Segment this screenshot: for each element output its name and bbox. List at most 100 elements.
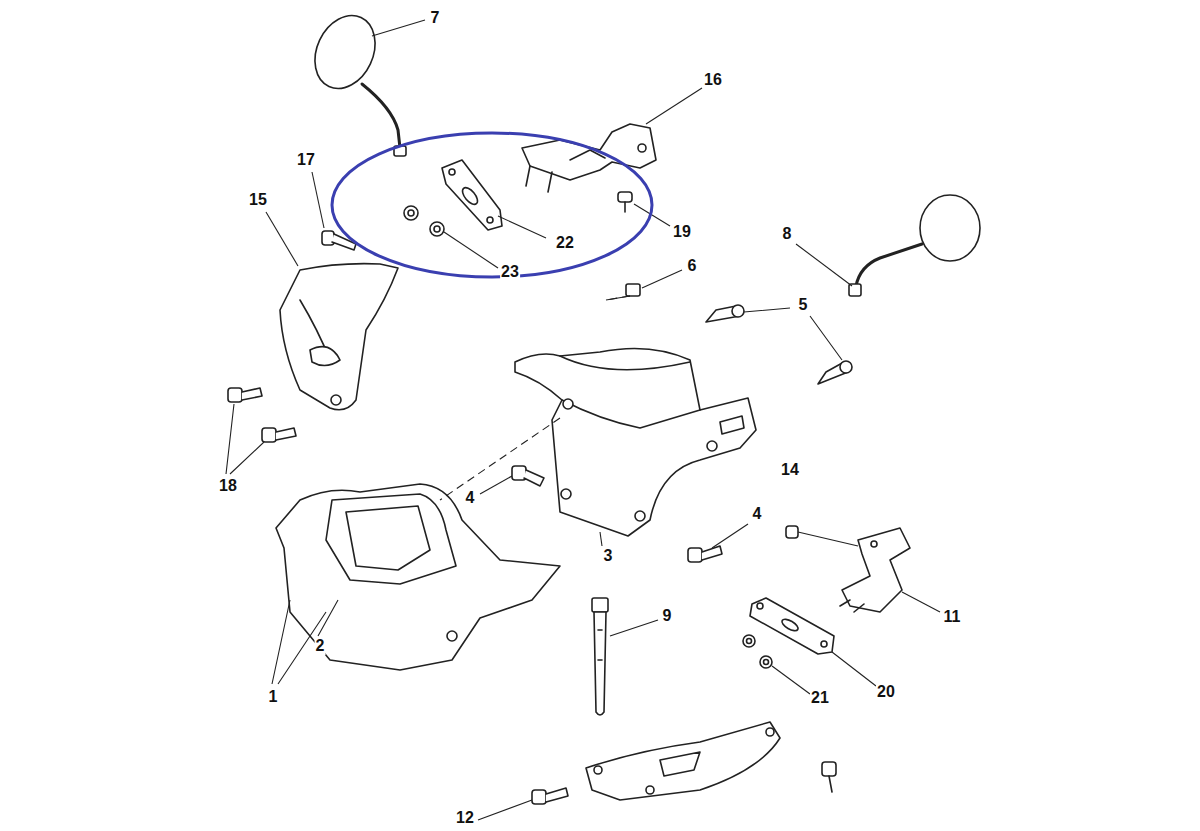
nut [430, 222, 444, 236]
nut [743, 635, 755, 647]
screw [840, 361, 852, 373]
cable-tie [592, 598, 608, 715]
leader-lines [610, 620, 658, 636]
bolt [618, 192, 632, 202]
cable-tie [598, 629, 602, 631]
plate [750, 598, 834, 654]
callout-number: 5 [798, 296, 809, 314]
center-cover [515, 348, 756, 536]
nut [764, 660, 769, 665]
plate [487, 217, 493, 223]
leader-lines [478, 800, 532, 820]
callout-number: 16 [703, 71, 723, 89]
bracket [548, 172, 552, 192]
callout-number: 1 [268, 688, 279, 706]
callout-number: 3 [603, 547, 614, 565]
center-cover [720, 416, 744, 434]
lower-cover [766, 728, 774, 736]
leader-lines [712, 524, 748, 548]
leader-lines [480, 476, 512, 494]
bolt [532, 790, 546, 804]
screw [818, 361, 852, 384]
callout-number: 2 [315, 637, 326, 655]
plate [460, 185, 481, 207]
mirror [362, 84, 400, 148]
leader-lines [444, 232, 498, 268]
plate [442, 160, 502, 230]
nut [743, 635, 755, 647]
bracket [842, 528, 910, 612]
leader-lines [772, 666, 810, 694]
callout-number: 9 [662, 607, 673, 625]
side-cover [280, 264, 398, 410]
lower-cover [594, 766, 602, 774]
plate [780, 617, 800, 633]
nut [760, 656, 772, 668]
mirror [304, 6, 406, 156]
bracket [840, 528, 910, 612]
callout-number: 6 [687, 257, 698, 275]
center-cover [563, 399, 573, 409]
mirror [304, 6, 387, 99]
callout-number: 4 [752, 505, 763, 523]
mirror [849, 195, 980, 296]
bracket [871, 541, 877, 547]
bolt [702, 546, 722, 560]
front-cover [276, 484, 560, 670]
callout-number: 22 [555, 234, 575, 252]
center-cover [562, 400, 700, 428]
callout-number: 15 [248, 191, 268, 209]
center-cover [561, 489, 571, 499]
lower-cover [660, 752, 700, 776]
callout-number: 17 [296, 151, 316, 169]
lower-cover [586, 722, 780, 800]
screw [732, 305, 744, 317]
callout-number: 21 [810, 689, 830, 707]
bolt [524, 470, 544, 486]
bolt [276, 428, 296, 440]
bolt [688, 548, 702, 562]
plate [821, 641, 827, 647]
bolt [624, 202, 626, 212]
screw [786, 526, 798, 538]
exploded-view [228, 6, 980, 804]
leader-lines [796, 244, 852, 286]
cable-tie [598, 659, 602, 661]
bracket [526, 166, 530, 186]
leader-lines [600, 532, 602, 546]
bracket [522, 124, 656, 192]
plate [449, 169, 455, 175]
callout-number: 7 [430, 9, 441, 27]
front-cover [346, 506, 430, 570]
plate [750, 598, 834, 654]
bracket [638, 144, 646, 152]
front-cover [326, 494, 456, 584]
bolt [688, 546, 722, 562]
bolt [822, 762, 836, 792]
callout-number: 12 [455, 809, 475, 827]
screw [786, 526, 798, 538]
callout-number: 8 [782, 225, 793, 243]
bolt [512, 466, 544, 486]
bolt [532, 788, 568, 804]
leader-lines [902, 592, 940, 612]
mirror [849, 284, 861, 296]
nut [747, 639, 752, 644]
bolt [262, 428, 276, 442]
bolt [618, 192, 632, 212]
nut [404, 206, 418, 220]
leader-lines [606, 296, 630, 300]
center-cover [707, 441, 717, 451]
bolt [822, 762, 836, 776]
callout-number: 18 [218, 477, 238, 495]
leader-lines [266, 212, 298, 266]
plate [442, 160, 502, 230]
side-cover [331, 395, 341, 405]
leader-lines [798, 532, 858, 546]
bolt [228, 388, 242, 402]
leader-lines [440, 296, 630, 500]
nut [626, 284, 640, 296]
leader-lines [226, 404, 264, 474]
leader-lines [498, 216, 546, 238]
